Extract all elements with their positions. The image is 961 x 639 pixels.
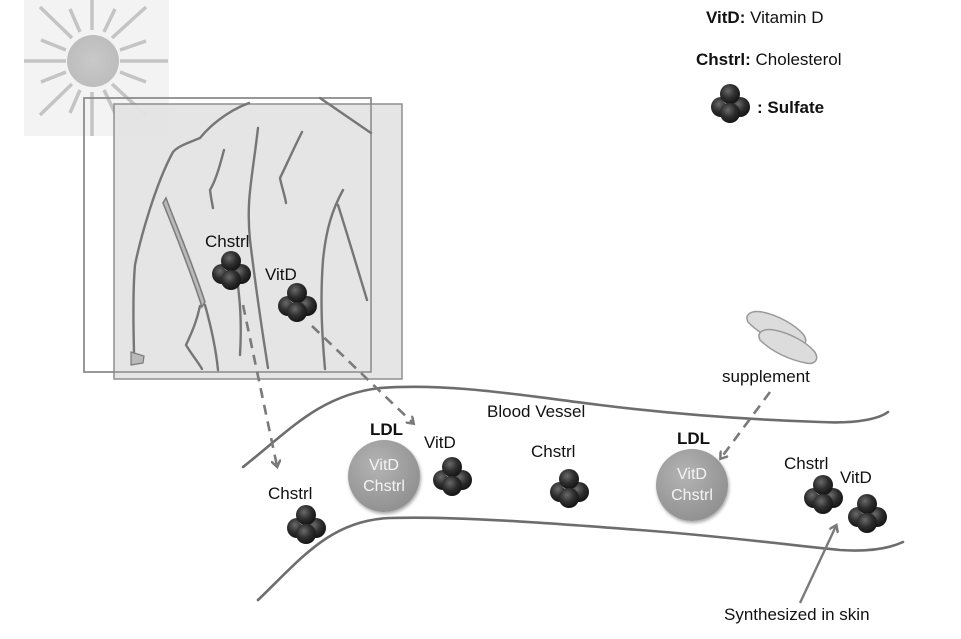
synthesized-in-skin-label: Synthesized in skin xyxy=(724,605,870,624)
vessel-molecule-label-5: VitD xyxy=(840,468,872,487)
ldl-1-line2: Chstrl xyxy=(363,478,405,495)
ldl-particle-2: VitD Chstrl xyxy=(656,449,728,521)
ldl-title-1: LDL xyxy=(370,420,404,439)
ldl-particle-1: VitD Chstrl xyxy=(348,440,420,512)
arrow-chstrl-skin-to-vessel xyxy=(241,304,277,466)
legend-vitd: VitD: Vitamin D xyxy=(706,8,823,28)
ldl-2-line1: VitD xyxy=(677,466,707,483)
legend-vitd-abbr: VitD: xyxy=(706,8,746,27)
legend-chstrl-abbr: Chstrl: xyxy=(696,50,751,69)
legend-chstrl-full: Cholesterol xyxy=(755,50,842,69)
ldl-title-2: LDL xyxy=(677,429,711,448)
sulfate-molecule-vessel-3 xyxy=(550,469,589,508)
vessel-molecule-label-4: Chstrl xyxy=(784,454,829,473)
legend-sulfate-icon xyxy=(711,84,750,123)
blood-vessel-walls xyxy=(241,385,905,602)
skin-chstrl-label: Chstrl xyxy=(205,232,250,251)
legend-vitd-full: Vitamin D xyxy=(750,8,824,27)
supplement-label: supplement xyxy=(722,367,810,386)
skin-back-panel xyxy=(83,96,403,380)
sulfate-molecule-vessel-1 xyxy=(287,505,326,544)
sulfate-molecule-vessel-5 xyxy=(848,494,887,533)
arrow-supplement-to-ldl xyxy=(721,391,772,458)
vessel-molecule-label-1: Chstrl xyxy=(268,484,313,503)
blood-vessel-title: Blood Vessel xyxy=(487,402,586,421)
supplement-pills-icon xyxy=(746,310,818,365)
legend-sulfate-label: : Sulfate xyxy=(757,98,825,117)
vessel-molecule-label-3: Chstrl xyxy=(531,442,576,461)
sun-icon xyxy=(24,0,169,136)
skin-vitd-label: VitD xyxy=(265,265,297,284)
arrow-synthesized-in-skin xyxy=(798,526,836,604)
ldl-1-line1: VitD xyxy=(369,457,399,474)
arrow-vitd-skin-to-vessel xyxy=(311,325,413,423)
sulfate-molecule-vessel-2 xyxy=(433,457,472,496)
vessel-molecule-label-2: VitD xyxy=(424,433,456,452)
sulfate-molecule-vessel-4 xyxy=(804,475,843,514)
ldl-2-line2: Chstrl xyxy=(671,487,713,504)
transport-arrows xyxy=(241,304,772,466)
legend-chstrl: Chstrl: Cholesterol xyxy=(696,50,842,70)
